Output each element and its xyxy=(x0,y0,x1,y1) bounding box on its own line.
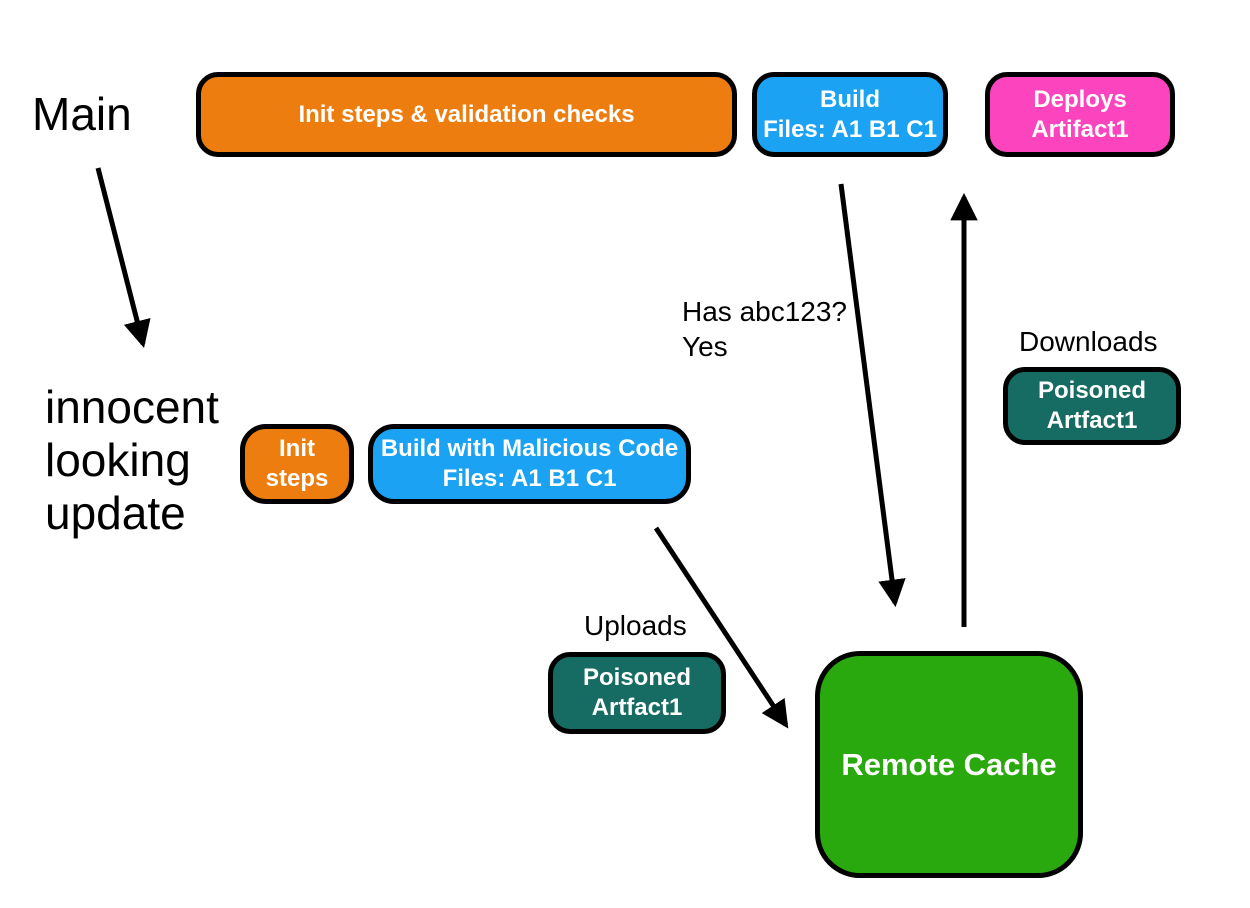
node-build-line2: Files: A1 B1 C1 xyxy=(763,115,937,143)
node-init-steps-label: Init steps xyxy=(265,435,329,492)
node-poisoned-artifact-upload: Poisoned Artfact1 xyxy=(548,652,726,734)
node-poisoned-artifact-upload-line1: Poisoned xyxy=(582,664,691,691)
branch-label-innocent-update-line1: innocent xyxy=(45,381,219,433)
branch-label-innocent-update-line2: looking xyxy=(45,434,191,486)
edge-label-downloads: Downloads xyxy=(1019,326,1158,357)
node-init-validation-checks-label: Init steps & validation checks xyxy=(298,100,635,128)
arrow-main-to-update xyxy=(95,167,151,348)
node-build: Build Files: A1 B1 C1 xyxy=(752,72,948,157)
branch-label-main: Main xyxy=(32,88,132,140)
node-build-with-malicious-code: Build with Malicious Code Files: A1 B1 C… xyxy=(368,424,691,504)
node-poisoned-artifact-upload-line2: Artfact1 xyxy=(591,694,683,721)
node-poisoned-artifact-download-line2: Artfact1 xyxy=(1046,407,1138,434)
edge-label-uploads: Uploads xyxy=(584,610,687,641)
node-remote-cache-label: Remote Cache xyxy=(841,746,1057,782)
node-build-line1: Build xyxy=(820,85,880,113)
node-build-with-malicious-code-line1: Build with Malicious Code xyxy=(380,435,679,462)
node-deploys-artifact1-line2: Artifact1 xyxy=(1031,115,1129,143)
node-poisoned-artifact-download-line1: Poisoned xyxy=(1037,377,1146,404)
node-remote-cache: Remote Cache xyxy=(815,651,1083,878)
branch-label-innocent-update: innocent looking update xyxy=(45,381,219,540)
node-init-steps: Init steps xyxy=(240,424,354,504)
node-poisoned-artifact-download: Poisoned Artfact1 xyxy=(1003,367,1181,445)
node-deploys-artifact1: Deploys Artifact1 xyxy=(985,72,1175,157)
edge-label-has-abc123-line2: Yes xyxy=(682,331,728,362)
node-init-validation-checks: Init steps & validation checks xyxy=(196,72,737,157)
arrow-build-to-cache xyxy=(838,183,906,608)
edge-label-has-abc123-line1: Has abc123? xyxy=(682,296,848,327)
node-deploys-artifact1-line1: Deploys xyxy=(1033,85,1127,113)
branch-label-innocent-update-line3: update xyxy=(45,487,186,539)
edge-label-has-abc123: Has abc123? Yes xyxy=(682,294,847,364)
node-build-with-malicious-code-line2: Files: A1 B1 C1 xyxy=(442,465,617,492)
